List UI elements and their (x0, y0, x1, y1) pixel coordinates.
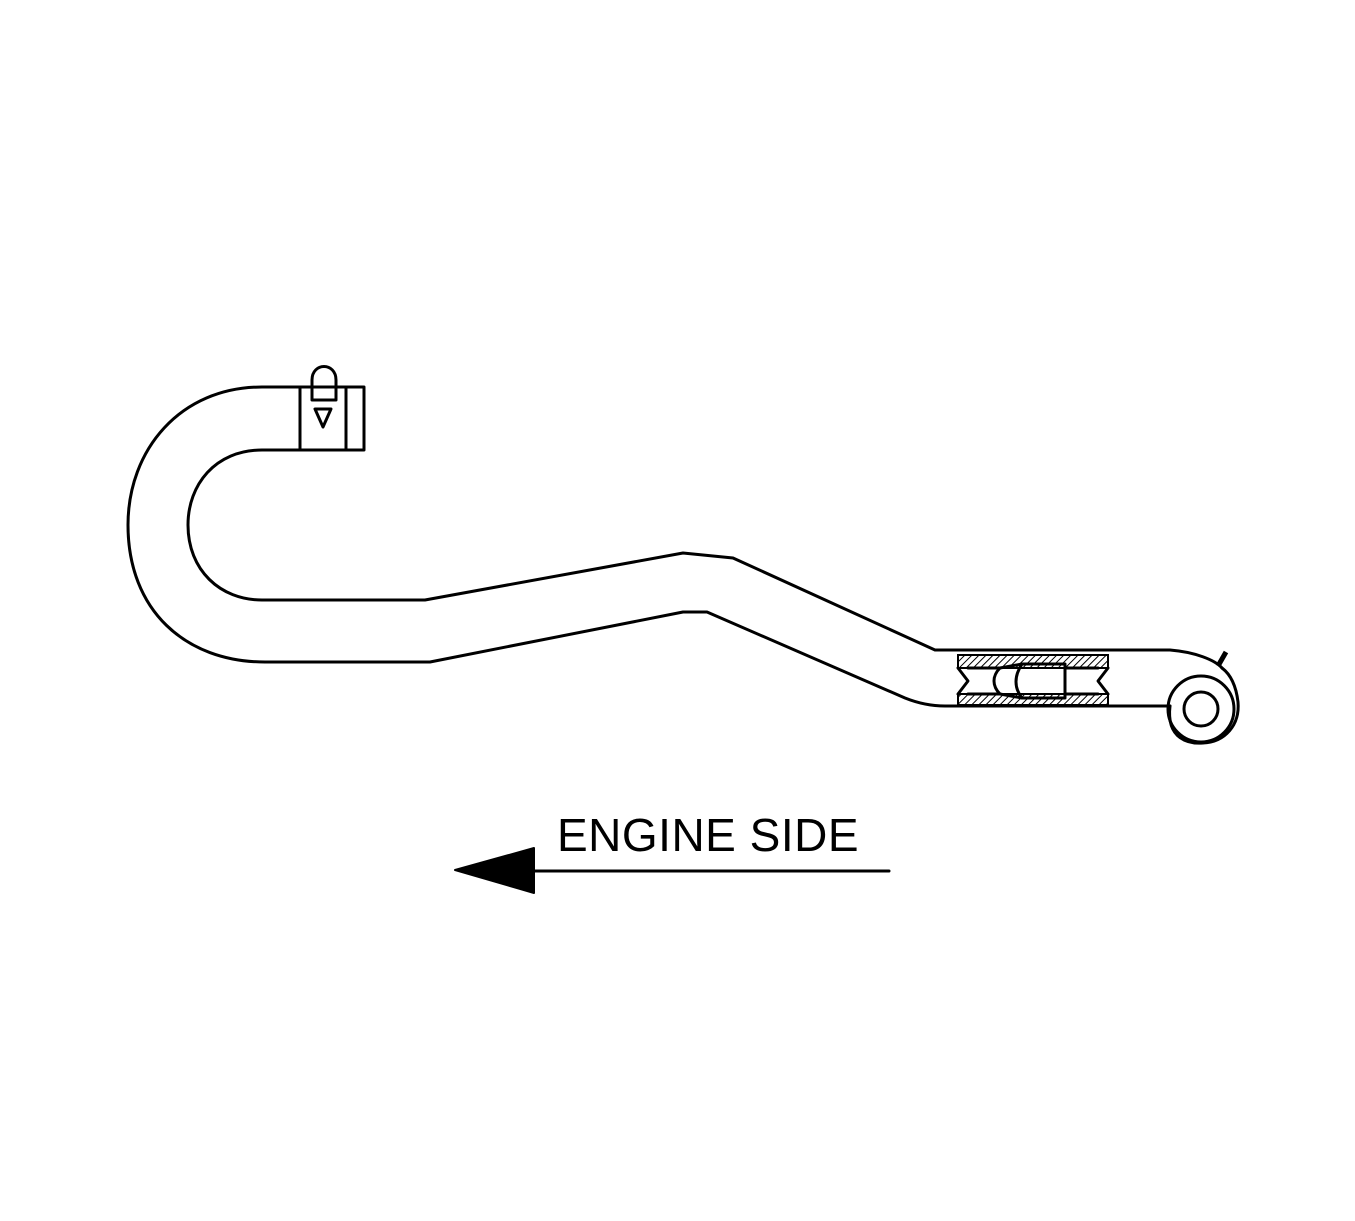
sleeve-top-hatch (957, 654, 1109, 669)
eye-fitting-body (1168, 666, 1240, 745)
clamp-screw-head (310, 365, 338, 402)
sleeve-right-notch (1096, 666, 1110, 696)
eye-fitting-bore (1182, 690, 1220, 728)
clamp (298, 365, 366, 452)
hatched-sleeve (956, 654, 1110, 706)
eye-fitting-outer-ring (1166, 674, 1236, 744)
eye-fitting (1166, 650, 1240, 745)
hose (126, 385, 1224, 708)
clamp-screw-tip (313, 407, 333, 429)
engine-side-label: ENGINE SIDE (557, 809, 859, 861)
sleeve-core (992, 662, 1067, 700)
sleeve-left-notch (956, 666, 970, 696)
clamp-band (298, 385, 366, 452)
eye-fitting-tab (1215, 650, 1229, 668)
sleeve-inner-bore (966, 666, 1100, 696)
hose-outer-edge (126, 385, 1172, 708)
arrow-left-icon (454, 847, 535, 894)
hose-inner-edge (186, 448, 1224, 670)
engine-side-indicator: ENGINE SIDE (454, 809, 891, 894)
